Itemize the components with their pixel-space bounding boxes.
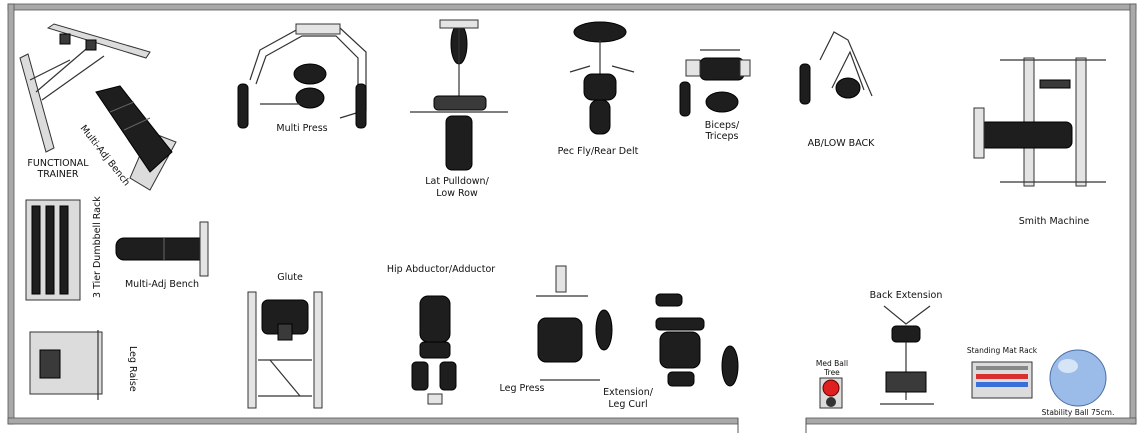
label-functional-trainer-1: FUNCTIONAL — [27, 158, 89, 169]
label-ab-low-back: AB/LOW BACK — [808, 138, 876, 149]
label-multi-press: Multi Press — [276, 123, 327, 134]
label-leg-raise: Leg Raise — [127, 346, 138, 392]
pec-fly — [569, 21, 635, 135]
glute-machine — [247, 291, 323, 409]
label-hip-abductor: Hip Abductor/Adductor — [387, 264, 495, 275]
label-stability-ball: Stability Ball 75cm. — [1042, 408, 1115, 417]
label-lat-pulldown-1: Lat Pulldown/ — [425, 176, 489, 187]
label-med-ball-2: Tree — [823, 368, 840, 377]
ab-low-back-machine — [799, 31, 873, 105]
med-ball-tree — [819, 377, 843, 409]
stability-ball — [1049, 349, 1107, 407]
smith-machine — [973, 57, 1106, 187]
lat-pulldown — [410, 19, 508, 171]
leg-extension-curl — [655, 293, 739, 387]
label-smith-machine: Smith Machine — [1019, 216, 1090, 227]
functional-trainer — [19, 23, 151, 153]
room-walls — [7, 3, 1137, 433]
label-dumbbell-rack: 3 Tier Dumbbell Rack — [92, 196, 103, 298]
label-extension-1: Extension/ — [603, 387, 654, 398]
standing-mat-rack — [971, 361, 1033, 399]
multi-press — [237, 23, 367, 129]
hip-abductor-machine — [411, 295, 457, 405]
label-glute: Glute — [277, 272, 303, 283]
label-biceps-1: Biceps/ — [705, 120, 740, 131]
label-leg-press: Leg Press — [499, 383, 544, 394]
dumbbell-rack — [25, 199, 81, 301]
multi-adj-bench-mid — [115, 221, 209, 277]
back-extension — [880, 305, 934, 405]
label-extension-2: Leg Curl — [608, 399, 647, 410]
leg-raise — [29, 330, 103, 400]
label-standing-mat-rack: Standing Mat Rack — [967, 346, 1038, 355]
label-med-ball-1: Med Ball — [816, 359, 848, 368]
multi-adj-bench-top — [95, 85, 177, 191]
label-multi-adj-bench-mid: Multi-Adj Bench — [125, 279, 199, 290]
label-biceps-2: Triceps — [705, 131, 739, 142]
label-functional-trainer-2: TRAINER — [36, 169, 78, 180]
label-pec-fly: Pec Fly/Rear Delt — [558, 146, 639, 157]
equipment-labels: FUNCTIONAL TRAINER Multi-Adj Bench Multi… — [27, 120, 1114, 417]
label-lat-pulldown-2: Low Row — [436, 188, 478, 199]
leg-press — [536, 265, 613, 381]
label-back-extension: Back Extension — [870, 290, 943, 301]
biceps-triceps-machine — [679, 49, 751, 117]
